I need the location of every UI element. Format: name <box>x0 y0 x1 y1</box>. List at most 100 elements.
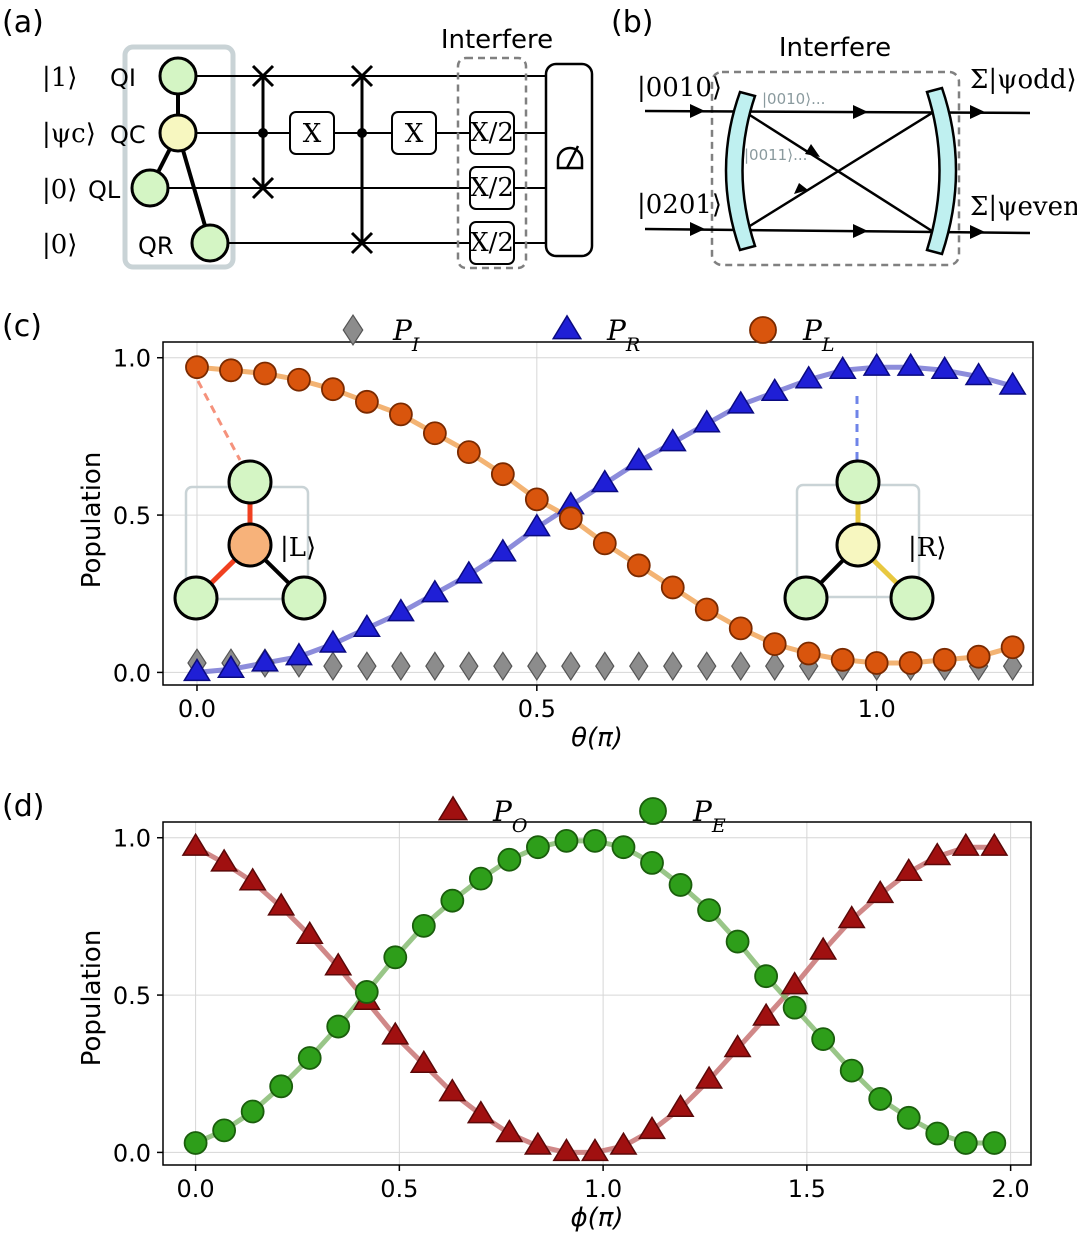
swap1-top-x <box>251 64 275 88</box>
plot-frame-d <box>162 821 1032 1166</box>
swap2-control <box>357 128 367 138</box>
inset-right-qubit-right <box>889 575 935 621</box>
point-p_r <box>896 352 925 376</box>
mirror-right <box>925 86 958 256</box>
x-half-gate-ql-label: X/2 <box>470 173 514 203</box>
point-p_i <box>391 651 411 682</box>
point-p_o <box>666 1093 695 1118</box>
point-p_l <box>626 553 651 578</box>
point-p_r <box>250 648 279 672</box>
legend-marker-p_o <box>437 795 469 821</box>
point-p_o <box>267 892 296 916</box>
point-p_o <box>495 1119 524 1143</box>
point-p_e <box>212 1118 237 1143</box>
point-p_l <box>253 361 277 386</box>
point-p_l <box>456 440 481 465</box>
point-p_l <box>185 355 209 380</box>
ket-ql: |0⟩ <box>42 175 77 205</box>
point-p_r <box>964 362 993 386</box>
tick-label-x: 2.0 <box>992 1175 1030 1203</box>
point-p_e <box>468 866 493 891</box>
point-p_i <box>357 651 377 682</box>
point-p_l <box>321 377 345 402</box>
point-p_e <box>497 847 522 872</box>
point-p_i <box>323 651 343 682</box>
point-p_e <box>526 835 550 860</box>
point-p_i <box>765 651 785 682</box>
internal-state-top: |0010⟩... <box>762 90 825 108</box>
inset-right-qubit-top <box>835 459 881 505</box>
point-p_e <box>953 1131 978 1155</box>
legend-label-p_o: PO <box>492 795 528 837</box>
x-gate-1 <box>289 111 335 155</box>
x-gate-2 <box>391 111 437 155</box>
tick-label-x: 1.0 <box>858 695 896 723</box>
x-half-gate-qc-label: X/2 <box>470 118 514 148</box>
point-p_l <box>762 632 787 656</box>
point-p_i <box>493 651 513 682</box>
point-p_i <box>459 651 479 682</box>
legend-label-p_e: PE <box>692 795 726 837</box>
point-p_e <box>611 835 636 860</box>
label-qc: QC <box>110 121 146 149</box>
point-p_r <box>488 538 517 562</box>
tick-label-x: 0.0 <box>178 695 216 723</box>
point-p_o <box>923 842 952 866</box>
arrow-mid-bottom <box>853 224 868 238</box>
arrow-in-bottom <box>690 222 705 236</box>
plot-frame-c <box>162 341 1034 686</box>
tick-label-y: 1.0 <box>113 345 151 373</box>
interfere-title-b: Interfere <box>779 33 891 63</box>
point-p_r <box>183 658 211 682</box>
point-p_l <box>490 462 515 487</box>
qubit-ql <box>130 168 170 208</box>
point-p_l <box>728 616 753 641</box>
point-p_o <box>466 1100 495 1124</box>
point-p_e <box>896 1105 921 1130</box>
output-odd: Σ|ψodd⟩ <box>970 65 1077 95</box>
point-p_l <box>355 389 379 414</box>
point-p_l <box>592 531 617 556</box>
tick-label-y: 0.0 <box>113 1139 151 1167</box>
x-gate-1-label: X <box>303 119 322 149</box>
x-half-gate-qc <box>469 111 515 155</box>
arrow-out-top <box>970 105 985 119</box>
qubit-qr <box>190 223 230 263</box>
point-p_o <box>552 1138 581 1162</box>
tick-label-x: 1.0 <box>584 1175 622 1203</box>
point-p_e <box>925 1121 950 1146</box>
inset-left: |L⟩ <box>173 380 327 621</box>
inset-left-pointer <box>196 380 242 461</box>
point-p_e <box>583 828 607 853</box>
arrow-cross-down <box>805 144 820 157</box>
point-p_i <box>425 651 445 682</box>
point-p_o <box>809 936 838 960</box>
point-p_i <box>731 651 751 682</box>
inset-right-qubit-center <box>835 522 881 568</box>
tick-label-x: 0.0 <box>177 1175 215 1203</box>
tick-label-x: 0.5 <box>518 695 556 723</box>
point-p_o <box>866 879 895 904</box>
xlabel-c: θ(π) <box>571 723 623 753</box>
panel-label-a: (a) <box>2 5 44 40</box>
point-p_o <box>894 857 923 882</box>
point-p_r <box>726 390 755 414</box>
point-p_i <box>527 651 547 682</box>
point-p_i <box>697 651 717 682</box>
point-p_r <box>760 377 789 402</box>
ylabel-d: Population <box>77 930 107 1067</box>
swap1-control <box>258 128 268 138</box>
point-p_l <box>660 575 685 600</box>
point-p_r <box>692 409 721 433</box>
point-p_r <box>522 513 551 537</box>
inset-right-label: |R⟩ <box>908 533 946 563</box>
tick-label-y: 0.0 <box>113 659 151 687</box>
ket-qr: |0⟩ <box>42 230 77 260</box>
grid-c <box>163 342 1033 685</box>
beam-cross-up <box>744 111 933 231</box>
point-p_l <box>287 367 311 392</box>
interferometer-diagram: Interfere |0010⟩ |0201⟩ |0010⟩... |0011⟩… <box>637 33 1077 267</box>
point-p_o <box>409 1049 438 1073</box>
